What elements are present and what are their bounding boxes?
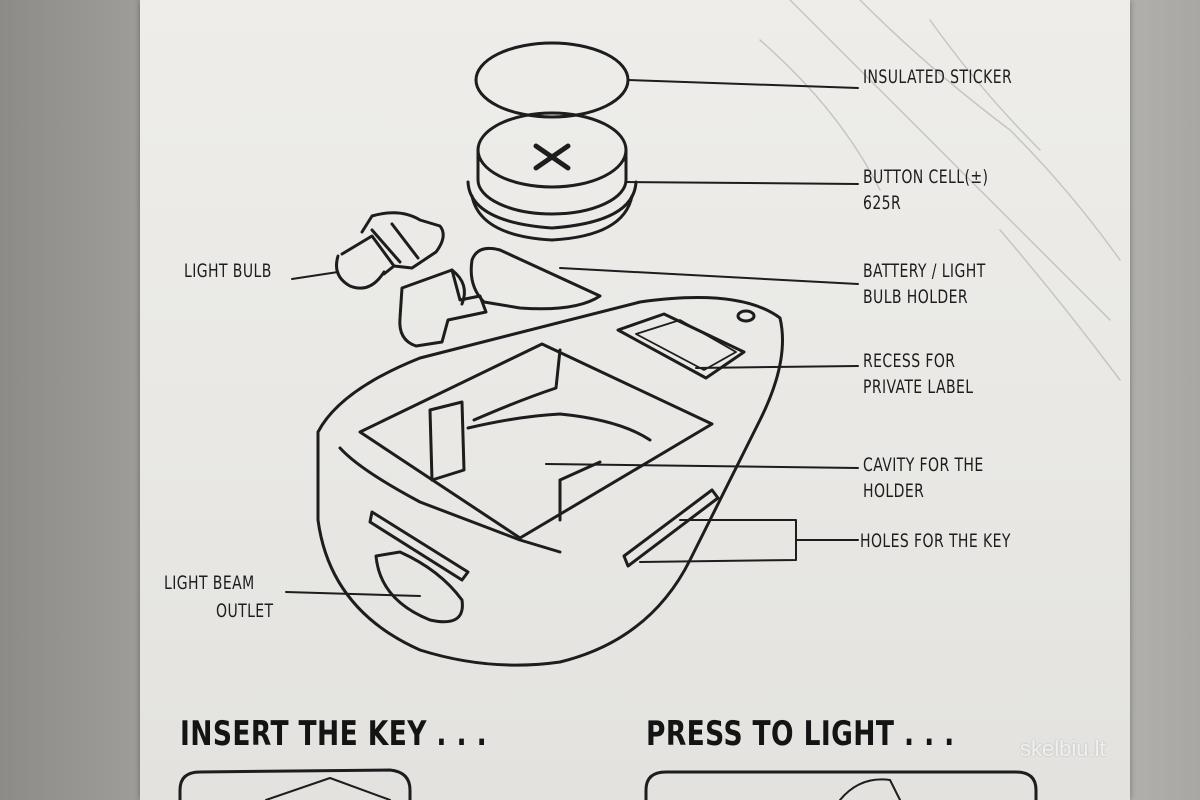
button-cell-shape — [466, 111, 638, 242]
bottom-panels — [178, 768, 1038, 800]
watermark: skelbiu.lt — [1020, 736, 1106, 761]
battery-holder-shape — [398, 246, 602, 348]
label-button-cell: BUTTON CELL(±) — [863, 166, 989, 188]
label-button-cell-model: 625R — [863, 192, 902, 214]
keychain-body-shape — [316, 296, 784, 667]
label-battery-holder-2: BULB HOLDER — [863, 286, 969, 308]
label-cavity: CAVITY FOR THE — [863, 454, 984, 476]
label-recess: RECESS FOR — [863, 350, 956, 372]
label-light-beam: LIGHT BEAM — [164, 572, 255, 594]
label-insulated-sticker: INSULATED STICKER — [863, 66, 1013, 88]
label-holes: HOLES FOR THE KEY — [860, 530, 1011, 552]
leader-lines — [285, 79, 859, 597]
label-cavity-2: HOLDER — [863, 480, 925, 502]
insulated-sticker-shape — [474, 41, 630, 119]
light-bulb-shape — [335, 211, 445, 290]
label-light-beam-2: OUTLET — [216, 600, 274, 622]
paper-creases — [759, 0, 1121, 381]
label-light-bulb: LIGHT BULB — [184, 260, 272, 282]
label-recess-2: PRIVATE LABEL — [863, 376, 974, 398]
step-press-to-light: PRESS TO LIGHT . . . — [646, 714, 955, 754]
label-battery-holder: BATTERY / LIGHT — [863, 260, 986, 282]
step-insert-key: INSERT THE KEY . . . — [180, 714, 488, 754]
instruction-sheet — [140, 0, 1130, 800]
